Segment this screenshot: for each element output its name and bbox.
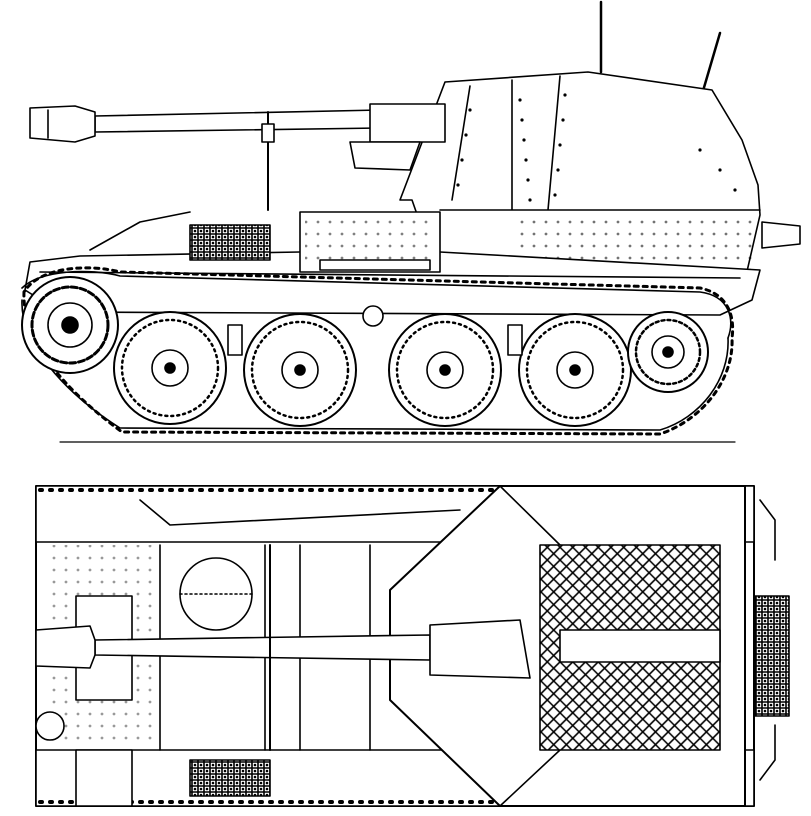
exhaust: [761, 221, 801, 249]
drive-sprocket: [21, 276, 119, 374]
road-wheel: [243, 313, 357, 427]
gun-cradle: [349, 141, 421, 171]
return-roller: [362, 305, 384, 327]
breech-block: [559, 629, 721, 663]
suspension-arm: [227, 324, 243, 356]
superstructure-rivets: [456, 93, 737, 202]
gun-breech-plan: [429, 619, 531, 679]
headlight-plan: [35, 711, 65, 741]
road-wheel: [388, 313, 502, 427]
side-rail: [319, 259, 431, 271]
rear-exhaust-plan: [754, 595, 790, 717]
track-links: [22, 266, 735, 436]
gun-barrel: [94, 109, 381, 133]
superstructure-panel-line: [439, 75, 761, 211]
stowage-bin: [189, 224, 271, 261]
side-view: [21, 0, 801, 443]
road-wheel: [113, 311, 227, 425]
muzzle-brake: [29, 105, 96, 143]
pickaxe: [139, 499, 461, 526]
superstructure-seam: [451, 85, 471, 201]
idler-wheel: [627, 311, 709, 393]
fender-tool: [75, 749, 133, 807]
muzzle-brake-plan: [35, 625, 96, 669]
fender-tool: [189, 759, 271, 797]
gun-mantlet: [369, 103, 446, 143]
exhaust-pipe: [759, 499, 776, 781]
road-wheel: [518, 313, 632, 427]
top-view: [35, 485, 790, 807]
suspension-arm: [507, 324, 523, 356]
travel-lock-clamp: [261, 123, 275, 143]
gun-barrel-plan: [94, 634, 431, 661]
front-track-guard: [89, 211, 191, 251]
